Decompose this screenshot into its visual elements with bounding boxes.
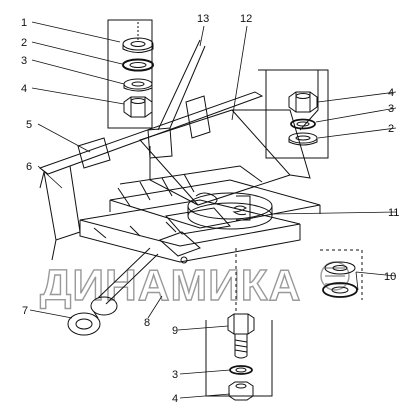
callout-4-right: 4 bbox=[388, 87, 394, 99]
callout-9: 9 bbox=[172, 325, 178, 337]
callout-5: 5 bbox=[26, 119, 32, 131]
arm-rod bbox=[157, 39, 206, 131]
eye-rod bbox=[67, 247, 159, 336]
callout-11: 11 bbox=[388, 207, 399, 219]
washers-10 bbox=[320, 249, 363, 300]
leader-lines bbox=[29, 21, 397, 399]
callout-7: 7 bbox=[22, 305, 28, 317]
left-fastener-kit bbox=[107, 19, 154, 129]
callout-4-left: 4 bbox=[21, 83, 27, 95]
callout-13: 13 bbox=[197, 13, 209, 25]
bottom-bolt-kit bbox=[205, 248, 273, 401]
right-fastener-kit bbox=[265, 69, 329, 159]
callout-8: 8 bbox=[144, 317, 150, 329]
callout-2-left: 2 bbox=[21, 37, 27, 49]
callout-10: 10 bbox=[384, 271, 396, 283]
callout-3-left: 3 bbox=[21, 55, 27, 67]
callout-3-bottom: 3 bbox=[172, 369, 178, 381]
callout-4-bottom: 4 bbox=[172, 393, 178, 405]
callout-6: 6 bbox=[26, 161, 32, 173]
rail-block bbox=[77, 137, 111, 169]
callout-numbers: 1 2 3 4 5 6 13 12 4 3 2 11 10 7 8 9 3 4 bbox=[21, 13, 399, 405]
callout-1: 1 bbox=[21, 17, 27, 29]
watermark-text: ДИНАМИКА bbox=[40, 261, 301, 310]
callout-12: 12 bbox=[240, 13, 252, 25]
callout-3-right: 3 bbox=[388, 103, 394, 115]
bottom-kit-frame bbox=[205, 320, 273, 397]
frame-bracket bbox=[38, 39, 321, 264]
callout-2-right: 2 bbox=[388, 123, 394, 135]
